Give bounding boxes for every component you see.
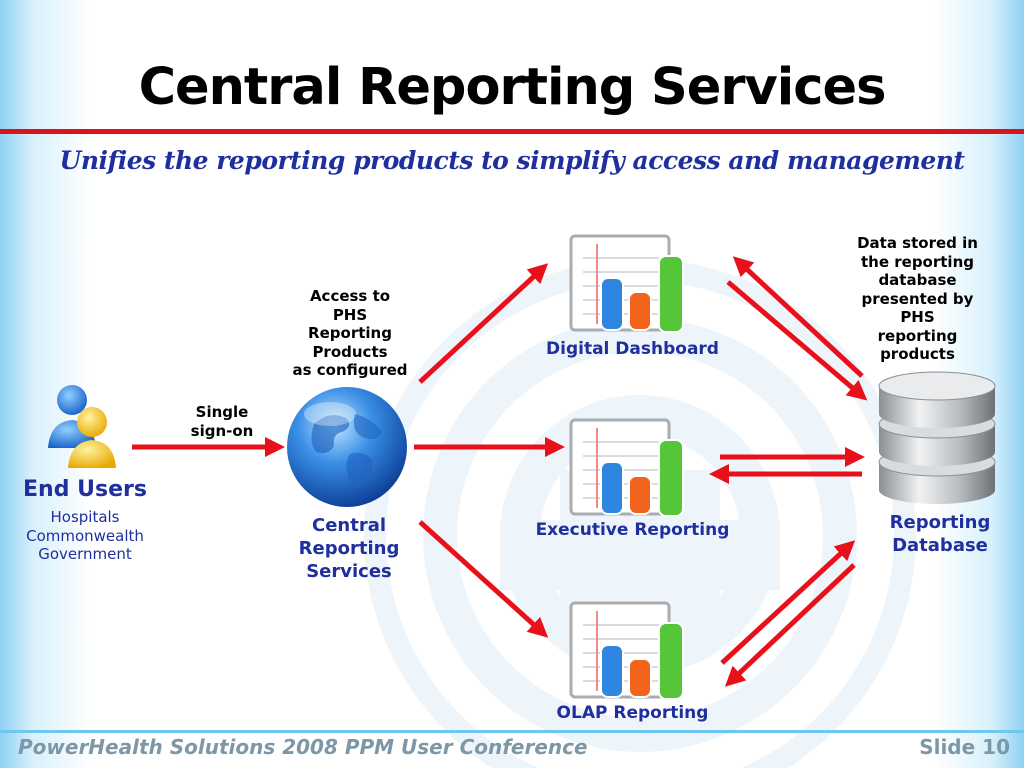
user-group-government: Government	[38, 545, 132, 563]
olap-reporting-icon	[569, 601, 684, 700]
title-divider	[0, 129, 1024, 134]
arrow-central-to-olap	[418, 520, 549, 638]
database-icon	[878, 371, 996, 504]
user-group-hospitals: Hospitals	[50, 508, 120, 526]
users-icon	[48, 385, 116, 468]
reporting-database-label: Reporting Database	[889, 512, 991, 556]
central-services-label: Central Reporting Services	[298, 515, 400, 582]
user-group-commonwealth: Commonwealth	[26, 526, 144, 545]
data-stored-label: Data stored in the reporting database pr…	[857, 234, 978, 363]
footer-divider	[0, 730, 1024, 733]
end-users-title: End Users	[23, 477, 147, 502]
arrow-dashboard-to-database	[726, 280, 868, 401]
slide-subtitle: Unifies the reporting products to simpli…	[59, 146, 965, 175]
globe-icon	[287, 387, 407, 507]
slide-number: Slide 10	[919, 735, 1010, 759]
olap-reporting-label: OLAP Reporting	[556, 703, 709, 723]
arrow-central-to-dashboard	[418, 263, 549, 384]
end-users-groups: Hospitals Commonwealth Government	[0, 508, 170, 564]
access-label: Access to PHS Reporting Products as conf…	[292, 287, 408, 379]
arrow-database-to-olap	[724, 563, 856, 687]
digital-dashboard-label: Digital Dashboard	[546, 339, 719, 359]
single-sign-on-label: Single sign-on	[190, 403, 254, 440]
arrow-database-to-dashboard	[732, 256, 864, 378]
executive-reporting-label: Executive Reporting	[535, 520, 730, 540]
arrow-olap-to-database	[720, 540, 856, 665]
slide-title: Central Reporting Services	[138, 58, 887, 117]
executive-reporting-icon	[569, 418, 684, 517]
footer-conference: PowerHealth Solutions 2008 PPM User Conf…	[18, 735, 588, 759]
digital-dashboard-icon	[569, 234, 684, 333]
